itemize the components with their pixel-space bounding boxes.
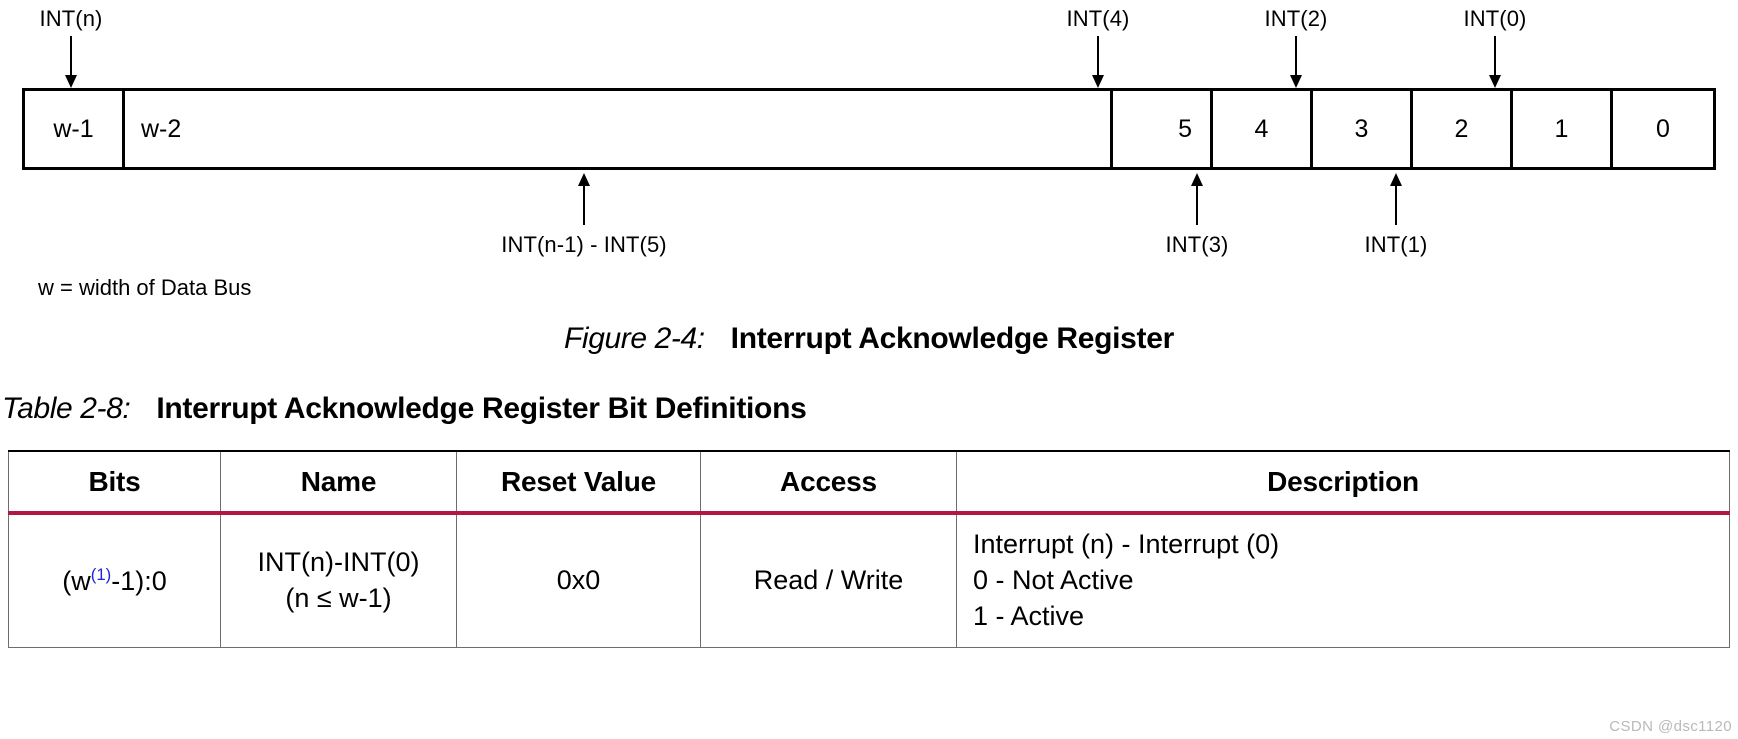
bit-cell-label: 4 xyxy=(1254,114,1269,143)
annotation-label-int-3: INT(3) xyxy=(1165,232,1229,257)
bit-cell-4: 4 xyxy=(1213,91,1313,167)
bit-cell-label: 3 xyxy=(1354,114,1369,143)
data-bus-width-note: w = width of Data Bus xyxy=(38,275,252,300)
annotation-label-int-n1-int5: INT(n-1) - INT(5) xyxy=(501,232,667,257)
register-bit-row: w-1 w-2 5 4 3 2 1 0 xyxy=(22,88,1716,170)
bit-cell-5: 5 xyxy=(1113,91,1213,167)
column-header-bits: Bits xyxy=(8,450,221,515)
bit-cell-label: 1 xyxy=(1554,114,1569,143)
bit-cell-0: 0 xyxy=(1613,91,1713,167)
figure-caption-title: Interrupt Acknowledge Register xyxy=(730,322,1175,355)
column-header-reset-value: Reset Value xyxy=(456,450,701,515)
bit-cell-1: 1 xyxy=(1513,91,1613,167)
cell-access: Read / Write xyxy=(700,512,957,648)
column-header-access: Access xyxy=(700,450,957,515)
annotation-label-int-2: INT(2) xyxy=(1264,6,1328,31)
table-header-row: Bits Name Reset Value Access Description xyxy=(8,450,1730,515)
bit-cell-label: 5 xyxy=(1178,114,1192,143)
arrow-down-int-n xyxy=(64,36,78,88)
cell-reset-value: 0x0 xyxy=(456,512,701,648)
name-line-1: INT(n)-INT(0) xyxy=(257,546,420,577)
column-header-name: Name xyxy=(220,450,457,515)
annotation-label-int-0: INT(0) xyxy=(1463,6,1527,31)
table-row: (w(1)-1):0 INT(n)-INT(0) (n ≤ w-1) 0x0 R… xyxy=(8,512,1730,648)
name-line-2: (n ≤ w-1) xyxy=(285,582,392,613)
bits-prefix: (w xyxy=(62,565,91,596)
bit-cell-label: 2 xyxy=(1454,114,1469,143)
figure-caption: Figure 2-4: Interrupt Acknowledge Registe… xyxy=(0,322,1738,356)
cell-name: INT(n)-INT(0) (n ≤ w-1) xyxy=(220,512,457,648)
bit-cell-label: w-2 xyxy=(141,114,182,143)
table-caption: Table 2-8: Interrupt Acknowledge Register… xyxy=(2,392,807,426)
watermark: CSDN @dsc1120 xyxy=(1609,718,1732,735)
cell-description: Interrupt (n) - Interrupt (0) 0 - Not Ac… xyxy=(956,512,1730,648)
bit-cell-2: 2 xyxy=(1413,91,1513,167)
bit-cell-3: 3 xyxy=(1313,91,1413,167)
bit-cell-w-2: w-2 xyxy=(125,91,1113,167)
description-line-2: 0 - Not Active xyxy=(973,564,1134,595)
register-diagram: INT(n) INT(4) INT(2) INT(0) w-1 w-2 5 4 … xyxy=(0,0,1738,320)
arrow-up-int-3 xyxy=(1190,173,1204,225)
table-caption-title: Interrupt Acknowledge Register Bit Defin… xyxy=(156,392,807,425)
footnote-reference[interactable]: (1) xyxy=(90,564,112,584)
bit-definitions-table: Bits Name Reset Value Access Description… xyxy=(8,450,1730,648)
arrow-up-int-1 xyxy=(1389,173,1403,225)
bit-cell-w-1: w-1 xyxy=(25,91,125,167)
description-line-1: Interrupt (n) - Interrupt (0) xyxy=(973,528,1280,559)
arrow-up-int-n1-int5 xyxy=(577,173,591,225)
bit-cell-label: 0 xyxy=(1656,114,1670,143)
arrow-down-int-4 xyxy=(1091,36,1105,88)
arrow-down-int-2 xyxy=(1289,36,1303,88)
figure-caption-number: Figure 2-4: xyxy=(564,322,705,355)
annotation-label-int-n: INT(n) xyxy=(39,6,103,31)
column-header-description: Description xyxy=(956,450,1730,515)
description-line-3: 1 - Active xyxy=(973,600,1085,631)
bit-cell-label: w-1 xyxy=(53,114,94,143)
bits-suffix: -1):0 xyxy=(111,565,167,596)
cell-bits: (w(1)-1):0 xyxy=(8,512,221,648)
table-caption-number: Table 2-8: xyxy=(2,392,131,425)
annotation-label-int-4: INT(4) xyxy=(1066,6,1130,31)
arrow-down-int-0 xyxy=(1488,36,1502,88)
annotation-label-int-1: INT(1) xyxy=(1364,232,1428,257)
